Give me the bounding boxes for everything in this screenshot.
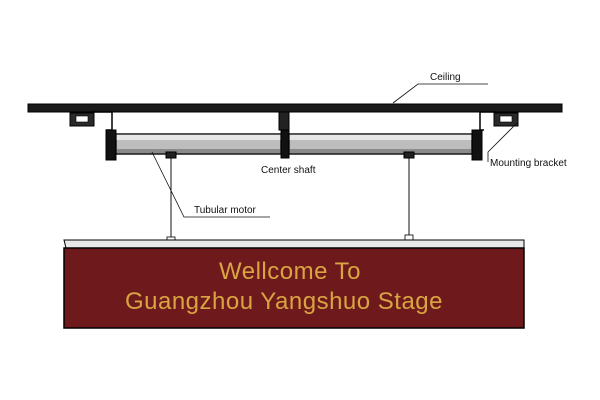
mounting-bracket-label: Mounting bracket: [490, 158, 567, 169]
ceiling-beam: [27, 103, 563, 113]
sign-line-1: Wellcome To: [219, 258, 361, 285]
tubular-motor-leader: [151, 151, 270, 218]
left-tube: [115, 133, 282, 155]
right-cable-hook: [404, 234, 414, 241]
right-cable-drum: [403, 151, 415, 159]
mounting-bracket-leader: [487, 121, 519, 162]
sign-line-2: Guangzhou Yangshuo Stage: [125, 288, 443, 315]
sign-board: [63, 247, 525, 329]
right-tube: [288, 133, 473, 155]
center-shaft-label: Center shaft: [261, 165, 316, 176]
sign-top-rail: [63, 239, 525, 249]
tubular-motor-label: Tubular motor: [194, 205, 257, 216]
left-cable-drum: [165, 151, 177, 159]
ceiling-leader: [392, 83, 488, 104]
left-mounting-bracket: [69, 111, 117, 161]
ceiling-label: Ceiling: [430, 72, 461, 83]
right-mounting-bracket: [471, 111, 519, 161]
